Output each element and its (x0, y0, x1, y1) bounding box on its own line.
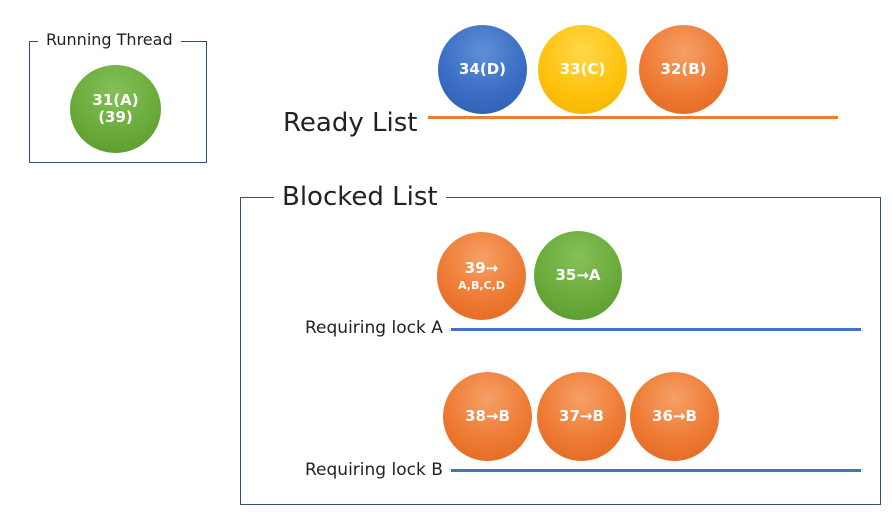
blocked-list-title: Blocked List (274, 184, 446, 210)
ready-list-line (428, 116, 838, 119)
running-thread-node: 31(A) (39) (70, 65, 161, 153)
blocked-thread-node: 38→B (443, 372, 532, 461)
lock-b-line (451, 469, 861, 472)
lock-b-label: Requiring lock B (305, 460, 443, 480)
blocked-thread-node: 37→B (537, 372, 626, 461)
ready-list-label: Ready List (283, 108, 418, 138)
blocked-thread-node: 36→B (630, 372, 719, 461)
running-thread-title: Running Thread (38, 32, 181, 48)
ready-thread-label: 32(B) (660, 59, 707, 78)
blocked-thread-label: 37→B (559, 406, 604, 425)
lock-a-label: Requiring lock A (305, 318, 443, 338)
blocked-thread-label: 38→B (465, 406, 510, 425)
blocked-list-frame (240, 197, 881, 505)
running-thread-id: 31(A) (92, 90, 139, 109)
ready-thread-label: 34(D) (458, 59, 507, 78)
ready-thread-label: 33(C) (559, 59, 606, 78)
ready-thread-node: 34(D) (438, 25, 527, 114)
blocked-thread-sublabel: A,B,C,D (458, 278, 505, 292)
ready-thread-node: 33(C) (538, 25, 627, 114)
blocked-thread-label: 35→A (555, 265, 601, 284)
ready-thread-node: 32(B) (639, 25, 728, 114)
blocked-thread-label: 36→B (652, 406, 697, 425)
lock-a-line (451, 328, 861, 331)
blocked-thread-node: 39→ A,B,C,D (437, 232, 526, 320)
running-thread-priority: (39) (98, 108, 133, 126)
blocked-thread-node: 35→A (534, 231, 622, 320)
blocked-thread-label: 39→ (464, 258, 499, 277)
